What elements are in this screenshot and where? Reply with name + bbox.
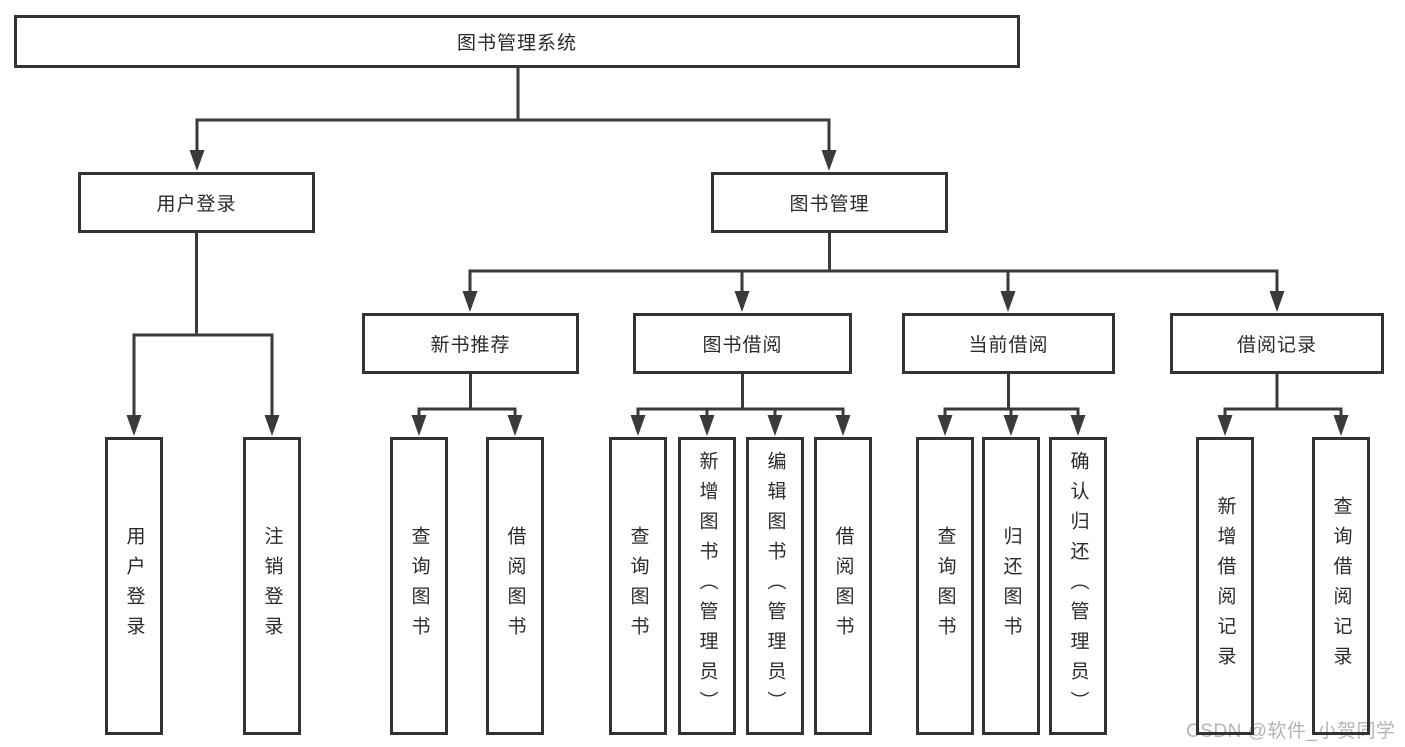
leaf-confirm-return-admin: 确认归还（管理员） — [1049, 437, 1107, 735]
node-new-book-recommendation: 新书推荐 — [362, 313, 579, 374]
node-user-login: 用户登录 — [78, 172, 315, 233]
leaf-query-books-recommend: 查询图书 — [390, 437, 448, 735]
arrowhead — [126, 415, 142, 436]
leaf-query-books-current: 查询图书 — [916, 437, 974, 735]
arrowhead — [1070, 415, 1086, 436]
connector-root-to-level2 — [195, 66, 831, 158]
arrowhead — [734, 291, 750, 312]
node-book-borrowing: 图书借阅 — [633, 313, 852, 374]
connector-user-login-to-leaves — [132, 231, 274, 423]
arrowhead — [767, 415, 783, 436]
connector-new-book-to-leaves — [417, 372, 517, 423]
node-book-management: 图书管理 — [711, 172, 948, 233]
arrowhead — [1003, 415, 1019, 436]
arrowhead — [507, 415, 523, 436]
arrowhead — [411, 415, 427, 436]
csdn-watermark: CSDN @软件_小贺同学 — [1186, 721, 1396, 742]
arrowhead — [189, 150, 205, 171]
leaf-edit-books-admin: 编辑图书（管理员） — [746, 437, 804, 735]
connector-borrowing-records-to-leaves — [1223, 372, 1343, 423]
leaf-borrow-books-recommend: 借阅图书 — [486, 437, 544, 735]
leaf-user-login: 用户登录 — [105, 437, 163, 735]
connector-current-borrowing-to-leaves — [943, 372, 1080, 423]
arrowhead — [1269, 291, 1285, 312]
arrowhead — [699, 415, 715, 436]
leaf-query-books-borrowing: 查询图书 — [609, 437, 667, 735]
leaf-borrow-books-borrowing: 借阅图书 — [814, 437, 872, 735]
arrowhead — [1000, 291, 1016, 312]
arrowhead — [835, 415, 851, 436]
leaf-return-books: 归还图书 — [982, 437, 1040, 735]
arrowhead — [462, 291, 478, 312]
node-library-system: 图书管理系统 — [14, 15, 1020, 68]
arrowhead — [264, 415, 280, 436]
arrowhead — [630, 415, 646, 436]
leaf-add-books-admin: 新增图书（管理员） — [678, 437, 736, 735]
arrowhead — [937, 415, 953, 436]
arrowhead — [821, 150, 837, 171]
arrowhead — [1333, 415, 1349, 436]
node-current-borrowing: 当前借阅 — [902, 313, 1115, 374]
arrowhead — [1217, 415, 1233, 436]
connector-book-management-to-level3 — [468, 231, 1279, 299]
node-borrowing-records: 借阅记录 — [1170, 313, 1384, 374]
leaf-query-borrow-record: 查询借阅记录 — [1312, 437, 1370, 735]
leaf-add-borrow-record: 新增借阅记录 — [1196, 437, 1254, 735]
connector-book-borrowing-to-leaves — [636, 372, 845, 423]
leaf-logout-login: 注销登录 — [243, 437, 301, 735]
